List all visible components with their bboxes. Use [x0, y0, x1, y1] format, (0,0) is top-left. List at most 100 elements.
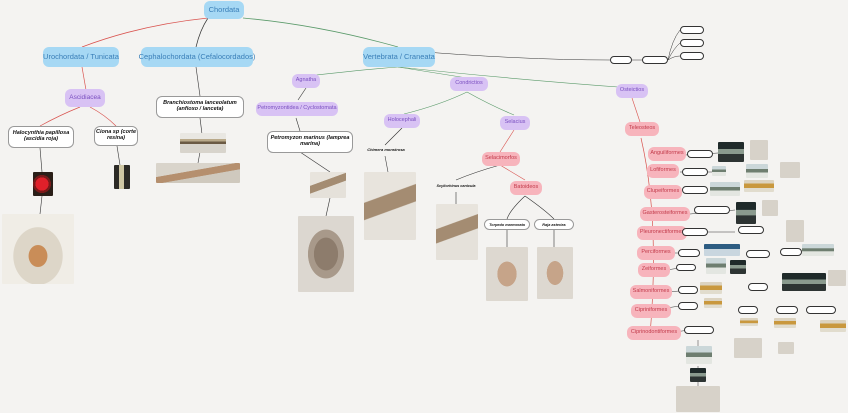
node-teleosteos[interactable]: Teleosteos	[625, 122, 659, 136]
small-node[interactable]	[682, 168, 708, 176]
node-branchiostoma[interactable]: Branchiostoma lanceolatum (anfioxo / lan…	[156, 96, 244, 118]
small-node[interactable]	[610, 56, 632, 64]
specimen-photo	[734, 338, 762, 358]
node-salmoniformes[interactable]: Salmoniformes	[630, 285, 672, 299]
node-zeiformes[interactable]: Zeiformes	[638, 263, 670, 277]
node-petromyzontidea[interactable]: Petromyzontidea / Cyclostomata	[256, 102, 338, 116]
node-label: Zeiformes	[641, 266, 667, 273]
specimen-photo	[828, 270, 846, 286]
node-cephalochordata[interactable]: Cephalochordata (Cefalocordados)	[139, 47, 255, 67]
node-cipriniformes[interactable]: Cipriniformes	[631, 304, 671, 318]
specimen-photo	[774, 318, 796, 328]
node-batoideos[interactable]: Batoideos	[510, 181, 542, 195]
specimen-photo	[712, 166, 726, 176]
specimen-photo	[750, 140, 768, 160]
node-label: Pleuronectiformes	[639, 229, 685, 236]
small-node[interactable]	[780, 248, 802, 256]
node-condrictios[interactable]: Condrictios	[450, 77, 488, 91]
specimen-photo	[690, 368, 706, 382]
small-node[interactable]	[738, 306, 758, 314]
small-node[interactable]	[678, 249, 700, 257]
node-halocynthia[interactable]: Halocynthia papillosa (ascidia roja)	[8, 126, 74, 148]
node-gasterosteiformes[interactable]: Gasterosteiformes	[640, 207, 690, 221]
node-urochordata[interactable]: Urochordata / Tunicata	[43, 47, 119, 67]
small-node[interactable]	[748, 283, 768, 291]
specimen-photo	[736, 202, 756, 224]
small-node[interactable]	[684, 326, 714, 334]
small-node[interactable]	[687, 150, 713, 158]
node-label: Chimera monstrosa	[367, 147, 405, 153]
specimen-photo	[298, 216, 354, 292]
small-node[interactable]	[694, 206, 730, 214]
node-label: Halocynthia papillosa (ascidia roja)	[12, 130, 70, 142]
specimen-photo	[537, 247, 573, 299]
specimen-photo	[114, 165, 130, 189]
small-node[interactable]	[682, 228, 708, 236]
node-selacius[interactable]: Selacius	[500, 116, 530, 130]
node-label: Gasterosteiformes	[642, 210, 688, 217]
node-label: Urochordata / Tunicata	[43, 52, 119, 62]
specimen-photo	[782, 273, 826, 291]
specimen-photo	[700, 282, 722, 294]
node-perciformes[interactable]: Perciformes	[637, 246, 675, 260]
node-pleuronectiformes[interactable]: Pleuronectiformes	[637, 226, 687, 240]
node-label: Ciona sp (corte resina)	[95, 129, 137, 141]
specimen-photo	[710, 182, 740, 196]
specimen-photo	[820, 320, 846, 332]
node-label: Selacius	[504, 119, 526, 126]
small-node[interactable]	[678, 302, 698, 310]
small-node[interactable]	[682, 186, 708, 194]
specimen-photo	[730, 260, 746, 274]
node-torpedo[interactable]: Torpedo marmorata	[484, 219, 530, 230]
node-lofiformes[interactable]: Lofiformes	[647, 164, 679, 178]
small-node[interactable]	[680, 39, 704, 47]
node-clupeiformes[interactable]: Clupeiformes	[644, 185, 682, 199]
node-ciona[interactable]: Ciona sp (corte resina)	[94, 126, 138, 146]
specimen-photo	[706, 258, 726, 274]
small-node[interactable]	[738, 226, 764, 234]
specimen-photo	[744, 180, 774, 192]
node-label: Condrictios	[455, 80, 483, 87]
node-label: Ciprinodontiformes	[630, 329, 678, 336]
node-osteictios[interactable]: Osteictios	[616, 84, 648, 98]
specimen-photo	[686, 346, 712, 364]
node-label: Petromyzon marinus (lamprea marina)	[270, 135, 350, 147]
small-node[interactable]	[680, 52, 704, 60]
node-ascidiacea[interactable]: Ascidiacea	[65, 89, 105, 107]
node-ciprinodontiformes[interactable]: Ciprinodontiformes	[627, 326, 681, 340]
node-agnatha[interactable]: Agnatha	[292, 74, 320, 88]
node-label: Scyliorhinus canicula	[436, 184, 476, 188]
node-label: Petromyzontidea / Cyclostomata	[257, 105, 337, 112]
specimen-photo	[180, 133, 226, 153]
node-vertebrata[interactable]: Vertebrata / Craneata	[363, 47, 435, 67]
small-node[interactable]	[680, 26, 704, 34]
node-label: Ascidiacea	[69, 93, 101, 101]
specimen-photo	[704, 298, 722, 308]
small-node[interactable]	[678, 286, 698, 294]
specimen-photo	[156, 163, 240, 183]
small-node[interactable]	[776, 306, 798, 314]
node-scyliorhinus[interactable]: Scyliorhinus canicula	[434, 180, 478, 192]
specimen-photo	[2, 214, 74, 284]
specimen-photo	[802, 244, 834, 256]
node-holocephali[interactable]: Holocephali	[384, 114, 420, 128]
specimen-photo	[486, 247, 528, 301]
node-chimaera[interactable]: Chimera monstrosa	[364, 145, 408, 156]
node-anguiliformes[interactable]: Anguiliformes	[648, 147, 686, 161]
node-label: Chordata	[208, 5, 240, 15]
node-petromyzon[interactable]: Petromyzon marinus (lamprea marina)	[267, 131, 353, 153]
small-node[interactable]	[806, 306, 836, 314]
node-raja[interactable]: Raja asterias	[534, 219, 574, 230]
node-chordata[interactable]: Chordata	[204, 1, 244, 19]
node-label: Teleosteos	[628, 125, 656, 132]
small-node[interactable]	[676, 264, 696, 271]
node-label: Branchiostoma lanceolatum (anfioxo / lan…	[163, 100, 237, 112]
node-selacimorfos[interactable]: Selacimorfos	[482, 152, 520, 166]
small-node[interactable]	[642, 56, 668, 64]
specimen-photo	[746, 164, 768, 178]
node-label: Selacimorfos	[485, 155, 517, 162]
node-label: Clupeiformes	[646, 188, 680, 195]
specimen-photo	[762, 200, 778, 216]
small-node[interactable]	[746, 250, 770, 258]
